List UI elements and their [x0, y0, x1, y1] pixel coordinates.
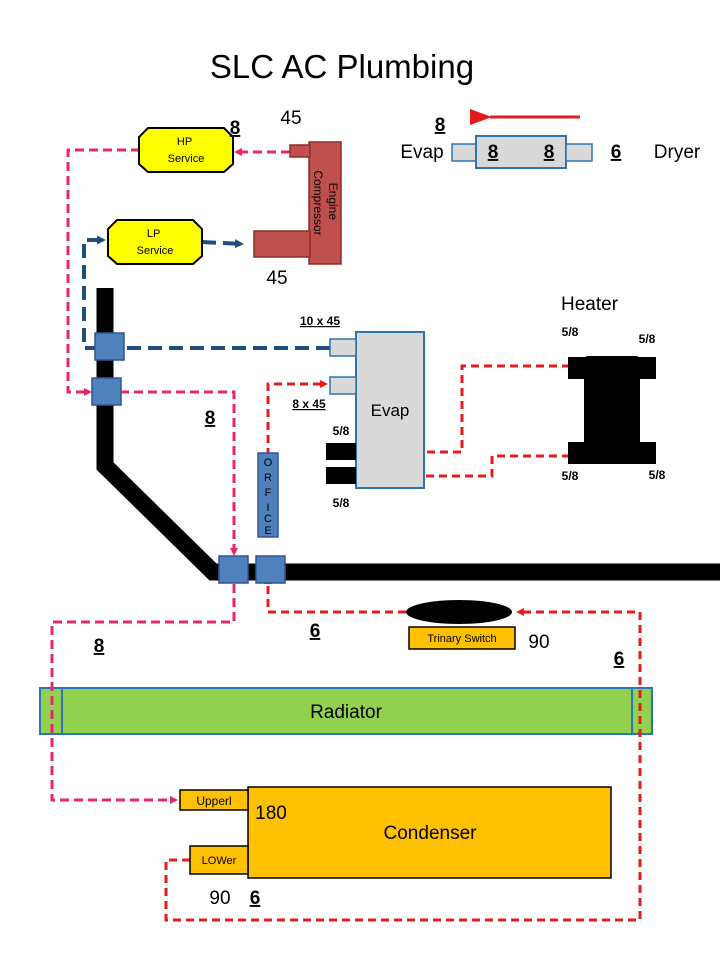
condenser-lower-port-label: LOWer [202, 855, 237, 867]
legend-dryer-label: Dryer [654, 142, 701, 163]
high-side-fitting-lower [218, 555, 249, 584]
valve-bottom-right-size: 5/8 [649, 468, 666, 482]
frame-rail [96, 288, 720, 581]
radiator: Radiator [39, 687, 653, 735]
compressor-top-angle: 45 [280, 108, 301, 129]
evaporator: Evap [326, 331, 425, 489]
evap-label: Evap [371, 401, 410, 420]
condenser-upper-angle: 180 [255, 803, 287, 824]
hp-service-label: HP Service [168, 136, 205, 165]
heater-in-bottom-size: 5/8 [333, 496, 350, 510]
lp-service-line1: LP [147, 228, 160, 240]
compressor-bottom-angle: 45 [266, 268, 287, 289]
valve-top-right-size: 5/8 [639, 332, 656, 346]
compressor-line2: Compressor [311, 170, 325, 235]
compressor-line1: Engine [326, 183, 340, 221]
condenser: Condenser Upperl LOWer [179, 786, 612, 879]
trinary-switch-label: Trinary Switch [427, 633, 496, 645]
legend-size-right: 8 [544, 142, 555, 163]
lp-service-label: LP Service [137, 228, 174, 257]
hp-service-port: HP Service [138, 127, 234, 173]
valve-bottom-left-size: 5/8 [562, 469, 579, 483]
evap-upper-fitting-label: 10 x 45 [300, 314, 340, 328]
high-line-size-label: 8 [205, 408, 216, 429]
heater-in-top-size: 5/8 [333, 424, 350, 438]
low-side-line-suction [82, 235, 330, 350]
low-side-line-compressor [201, 239, 244, 249]
control-valve-label: Control Valve [605, 374, 619, 445]
liquid-line-size-label: 6 [310, 621, 321, 642]
page-title: SLC AC Plumbing [210, 48, 474, 85]
high-side-fitting-upper [91, 377, 122, 406]
heater-title: Heater [561, 294, 619, 315]
lp-service-line2: Service [137, 245, 174, 257]
legend-size-left: 8 [488, 142, 499, 163]
legend-size-top: 8 [435, 115, 446, 136]
dryer: Dryer [406, 600, 512, 624]
engine-compressor: Engine Compressor [253, 141, 342, 265]
hp-service-line1: HP [177, 136, 192, 148]
legend-size-out: 6 [611, 142, 622, 163]
hp-service-line2: Service [168, 153, 205, 165]
dryer-label: Dryer [446, 607, 473, 619]
high-side-line-condenser [50, 584, 236, 804]
condenser-upper-port-label: Upperl [196, 794, 231, 808]
compressor-label: Engine Compressor [311, 170, 340, 235]
condenser-label: Condenser [384, 823, 478, 844]
dryer-angle-label: 90 [528, 632, 549, 653]
legend-evap-label: Evap [400, 142, 443, 163]
liquid-line-dryer-out [264, 576, 406, 614]
valve-top-left-size: 5/8 [562, 325, 579, 339]
liquid-line-fitting [255, 555, 286, 584]
trinary-switch: Trinary Switch [408, 626, 516, 650]
liquid-line-evap-in [266, 380, 328, 456]
high-side-line-down [120, 390, 238, 556]
heater-control-valve: Control Valve [568, 356, 656, 464]
right-line-size-label: 6 [614, 649, 625, 670]
condenser-lower-angle: 90 [209, 888, 230, 909]
hose-size-legend: 8 Evap 8 8 6 Dryer [400, 109, 701, 169]
radiator-label: Radiator [310, 702, 382, 723]
hp-size-label: 8 [230, 118, 241, 139]
high-side-line-discharge [66, 148, 140, 396]
evap-lower-fitting-label: 8 x 45 [292, 397, 326, 411]
lp-service-port: LP Service [107, 219, 203, 265]
condenser-in-size-label: 8 [94, 636, 105, 657]
condenser-lower-size: 6 [250, 888, 261, 909]
liquid-line-condenser-out [164, 608, 642, 922]
low-side-fitting [94, 332, 125, 361]
